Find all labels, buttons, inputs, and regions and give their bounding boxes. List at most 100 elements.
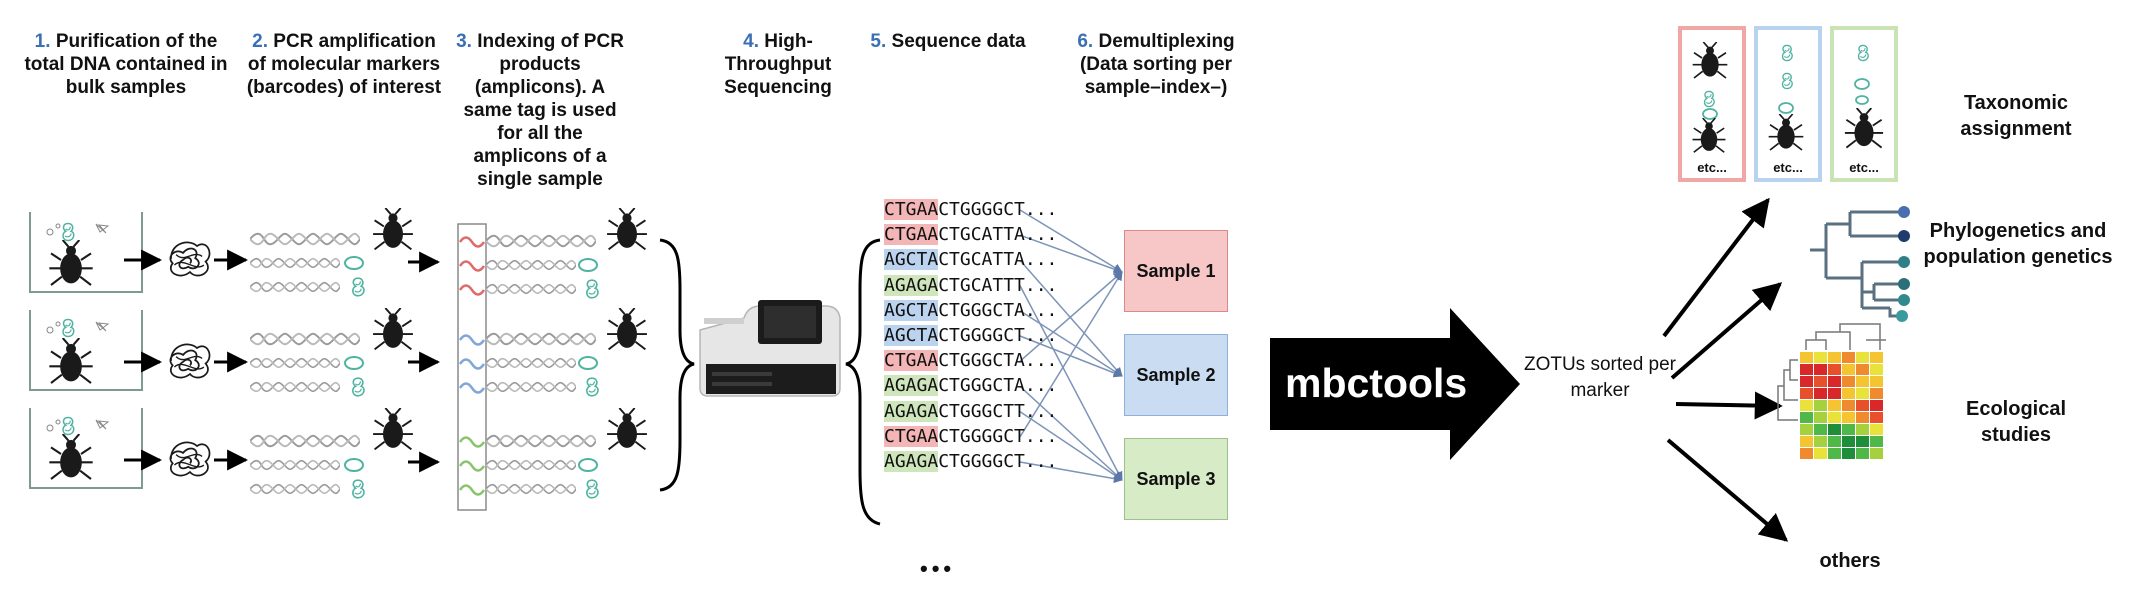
sequence-index-tag: AGCTA [884, 299, 939, 321]
step-text: High-Throughput Sequencing [724, 31, 832, 98]
demultiplex-line [1019, 285, 1123, 481]
heatmap-cell [1842, 424, 1855, 435]
specimen-icon [1857, 44, 1869, 62]
heatmap-cell [1828, 412, 1841, 423]
sequence-row: AGCTACTGCATTA... [884, 249, 1057, 271]
sequence-index-tag: CTGAA [884, 425, 939, 447]
step-1-header: 1. Purification of the total DNA contain… [12, 30, 240, 99]
index-tag-blue [458, 358, 486, 370]
heatmap-cell [1814, 436, 1827, 447]
demultiplex-line [1019, 271, 1123, 362]
demultiplex-line [1019, 259, 1123, 377]
sample-box: Sample 2 [1124, 334, 1228, 416]
insect-icon [372, 308, 414, 351]
heatmap-cell [1800, 436, 1813, 447]
output-arrows [1662, 197, 1789, 542]
specimen-icon [344, 256, 364, 270]
phylogenetic-tree-icon [1810, 210, 1902, 318]
heatmap-cell [1870, 364, 1883, 375]
step-text: Purification of the total DNA contained … [24, 31, 228, 98]
amplicon-helix [250, 332, 360, 346]
dna-tangle-icon [169, 343, 211, 379]
taxonomy-panels [1678, 26, 1898, 182]
heatmap-cell [1828, 376, 1841, 387]
output-phylogenetics: Phylogenetics and population genetics [1923, 220, 2113, 268]
heatmap-cell [1814, 400, 1827, 411]
heatmap-cell [1856, 424, 1869, 435]
sequence-index-tag: AGAGA [884, 400, 939, 422]
dna-tangle-icon [169, 241, 211, 277]
amplicon-groups [250, 208, 414, 499]
bulk-sample-tubes [29, 212, 143, 489]
heatmap-cell [1842, 400, 1855, 411]
insect-icon [1691, 118, 1727, 153]
index-tag-green [458, 484, 486, 496]
sequence-body: CTGGGCTA... [938, 375, 1058, 397]
demultiplex-line [1019, 335, 1123, 378]
sample-tube [29, 408, 143, 489]
amplicon-helix [250, 357, 340, 369]
sequence-row: AGAGACTGGGCTA... [884, 375, 1058, 397]
extraction-arrows [124, 249, 163, 471]
heatmap-cell [1828, 388, 1841, 399]
zotus-label: ZOTUs sorted per marker [1523, 354, 1677, 401]
heatmap-cell [1842, 352, 1855, 363]
specimen-icon [62, 318, 75, 338]
step-number: 2. [252, 31, 268, 52]
step-number: 5. [870, 31, 887, 52]
sequence-body: CTGCATTA... [938, 224, 1058, 246]
sequencer-tray [706, 364, 836, 394]
sequence-row: CTGAACTGGGGCT... [884, 425, 1058, 447]
demultiplex-line [1019, 385, 1123, 481]
output-others: others [1819, 550, 1881, 572]
step-4-header: 4. High-Throughput Sequencing [698, 30, 858, 99]
specimen-icon [62, 222, 75, 242]
heatmap-cell [1800, 388, 1813, 399]
sequence-index-tag: CTGAA [884, 350, 939, 372]
heatmap-cell [1828, 448, 1841, 459]
heatmap-cell [1828, 400, 1841, 411]
step-text: Sequence data [891, 31, 1026, 52]
heatmap-cell [1870, 412, 1883, 423]
phylogenetic-tree-tips [1896, 206, 1910, 322]
heatmap-cell [1870, 424, 1883, 435]
step-text: Indexing of PCR products (amplicons). A … [463, 31, 624, 190]
sequence-index-tag: AGAGA [884, 274, 939, 296]
index-tag-red [458, 260, 486, 272]
sequence-body: CTGGGGCT... [938, 425, 1058, 447]
heatmap-cell [1842, 376, 1855, 387]
step-6-header: 6. Demultiplexing (Data sorting per samp… [1066, 30, 1246, 99]
sequence-row: AGCTACTGGGCTA... [884, 299, 1057, 321]
demultiplex-line [1019, 271, 1123, 438]
sequence-row: AGCTACTGGGGCT... [884, 325, 1057, 346]
demultiplex-connectors [1019, 209, 1123, 484]
specimen-icon [1703, 90, 1715, 108]
index-tag-blue [458, 334, 486, 346]
heatmap-cell [1856, 400, 1869, 411]
specimen-icon [352, 277, 365, 297]
specimen-icon [344, 458, 364, 472]
amplicon-helix [250, 281, 340, 293]
sample-label: Sample 1 [1136, 260, 1216, 281]
specimen-icon [344, 356, 364, 370]
specimen-icon [352, 479, 365, 499]
heatmap-cell [1870, 376, 1883, 387]
sample-box: Sample 1 [1124, 230, 1228, 312]
demultiplex-line [1019, 209, 1123, 273]
sample-tube [29, 212, 143, 293]
amplicon-helix [250, 381, 340, 393]
demultiplex-line [1019, 310, 1123, 377]
sample-box: Sample 3 [1124, 438, 1228, 520]
sequence-index-tag: AGAGA [884, 375, 939, 397]
heatmap-cell [1842, 448, 1855, 459]
index-tag-red [458, 284, 486, 296]
sample-label: Sample 3 [1136, 468, 1216, 489]
mbctools-arrow [1270, 308, 1520, 460]
dna-extract-icons [169, 241, 211, 477]
heatmap-cell [1856, 436, 1869, 447]
heatmap-cell [1856, 364, 1869, 375]
heatmap-cell [1842, 364, 1855, 375]
heatmap-dendrogram [1777, 323, 1886, 421]
heatmap-cell [1800, 412, 1813, 423]
step-2-header: 2. PCR amplification of molecular marker… [244, 30, 444, 99]
